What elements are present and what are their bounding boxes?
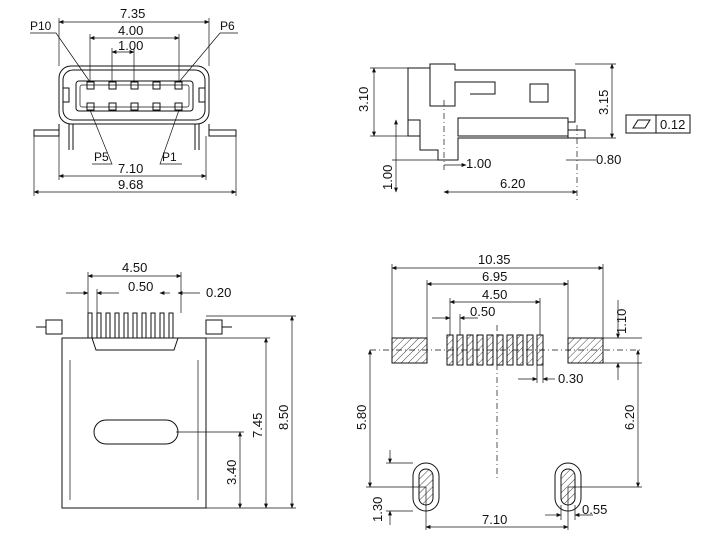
pcb-dim-695: 6.95 bbox=[482, 269, 507, 284]
pcb-dim-710: 7.10 bbox=[482, 512, 507, 527]
pcb-dim-580: 5.80 bbox=[354, 405, 369, 430]
front-pins bbox=[86, 81, 183, 111]
top-dim-340: 3.40 bbox=[224, 460, 239, 485]
pcb-dim-030: 0.30 bbox=[558, 371, 583, 386]
side-dim-100-h: 1.00 bbox=[466, 156, 491, 171]
side-dim-310: 3.10 bbox=[356, 87, 371, 112]
top-dim-050: 0.50 bbox=[128, 279, 153, 294]
top-view-leads bbox=[87, 312, 174, 339]
side-view: 3.10 3.15 0.12 1.00 1.00 0.80 6.20 bbox=[356, 63, 691, 200]
pin-label-p5: P5 bbox=[94, 150, 109, 164]
top-dim-450: 4.50 bbox=[122, 260, 147, 275]
side-dim-100-v: 1.00 bbox=[380, 165, 395, 190]
pcb-dim-110: 1.10 bbox=[614, 309, 629, 334]
pcb-dim-055: 0.55 bbox=[582, 502, 607, 517]
flatness-value: 0.12 bbox=[660, 117, 685, 132]
top-dim-745: 7.45 bbox=[250, 413, 265, 438]
pcb-dim-1035: 10.35 bbox=[478, 252, 511, 267]
front-view: 7.35 4.00 1.00 7.10 9.68 P10 P6 P5 P1 bbox=[30, 6, 238, 196]
top-dim-850: 8.50 bbox=[276, 405, 291, 430]
front-dim-968: 9.68 bbox=[118, 177, 143, 192]
top-view: 4.50 0.50 0.20 3.40 7.45 8.50 bbox=[36, 260, 296, 509]
side-dim-080: 0.80 bbox=[596, 152, 621, 167]
front-dim-400: 4.00 bbox=[118, 23, 143, 38]
pcb-dim-450: 4.50 bbox=[482, 287, 507, 302]
front-dim-100: 1.00 bbox=[118, 38, 143, 53]
pcb-dim-620: 6.20 bbox=[622, 405, 637, 430]
front-dim-735: 7.35 bbox=[120, 6, 145, 21]
side-dim-315: 3.15 bbox=[596, 90, 611, 115]
side-dim-620: 6.20 bbox=[500, 176, 525, 191]
pin-label-p6: P6 bbox=[220, 19, 235, 33]
pcb-dim-050: 0.50 bbox=[470, 304, 495, 319]
front-dim-710: 7.10 bbox=[118, 161, 143, 176]
pin-label-p1: P1 bbox=[162, 150, 177, 164]
pcb-layout: 10.35 6.95 4.50 0.50 1.10 0.30 5.80 6.20… bbox=[354, 252, 642, 530]
top-dim-020: 0.20 bbox=[206, 285, 231, 300]
pcb-dim-130: 1.30 bbox=[370, 497, 385, 522]
pin-label-p10: P10 bbox=[30, 19, 52, 33]
